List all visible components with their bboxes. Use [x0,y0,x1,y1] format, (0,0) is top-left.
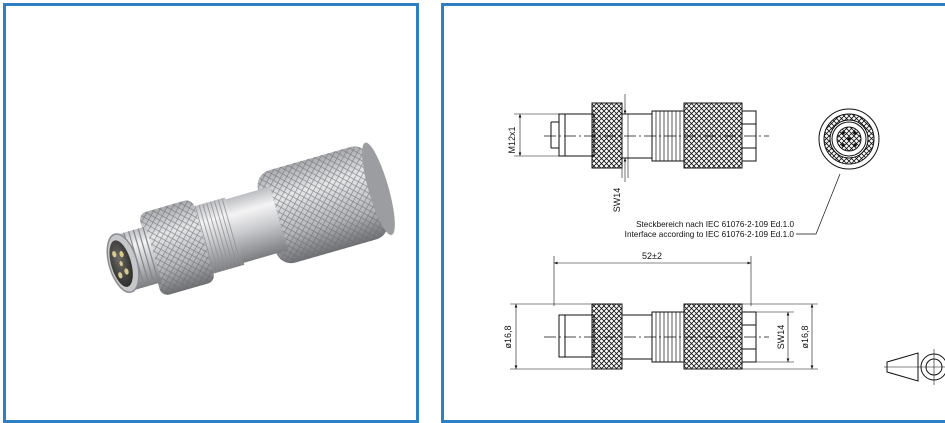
note-english: Interface according to IEC 61076-2-109 E… [625,230,795,239]
first-angle-projection-icon [884,349,945,385]
product-photo-panel [3,3,419,423]
wrench-size-top-label: SW14 [612,188,622,213]
diameter-right-label: ø16,8 [800,325,810,348]
diameter-left-label: ø16,8 [503,325,513,348]
connector-dimension-drawing: M12x1 SW14 Steckbereich nach IEC 61076-2… [503,94,945,385]
note-german: Steckbereich nach IEC 61076-2-109 Ed.1.0 [636,220,794,229]
wrench-size-right-label: SW14 [776,325,786,350]
thread-label: M12x1 [507,126,517,153]
technical-drawing-panel: M12x1 SW14 Steckbereich nach IEC 61076-2… [441,3,945,423]
length-label: 52±2 [642,251,662,261]
m12-connector-photo [106,142,395,295]
